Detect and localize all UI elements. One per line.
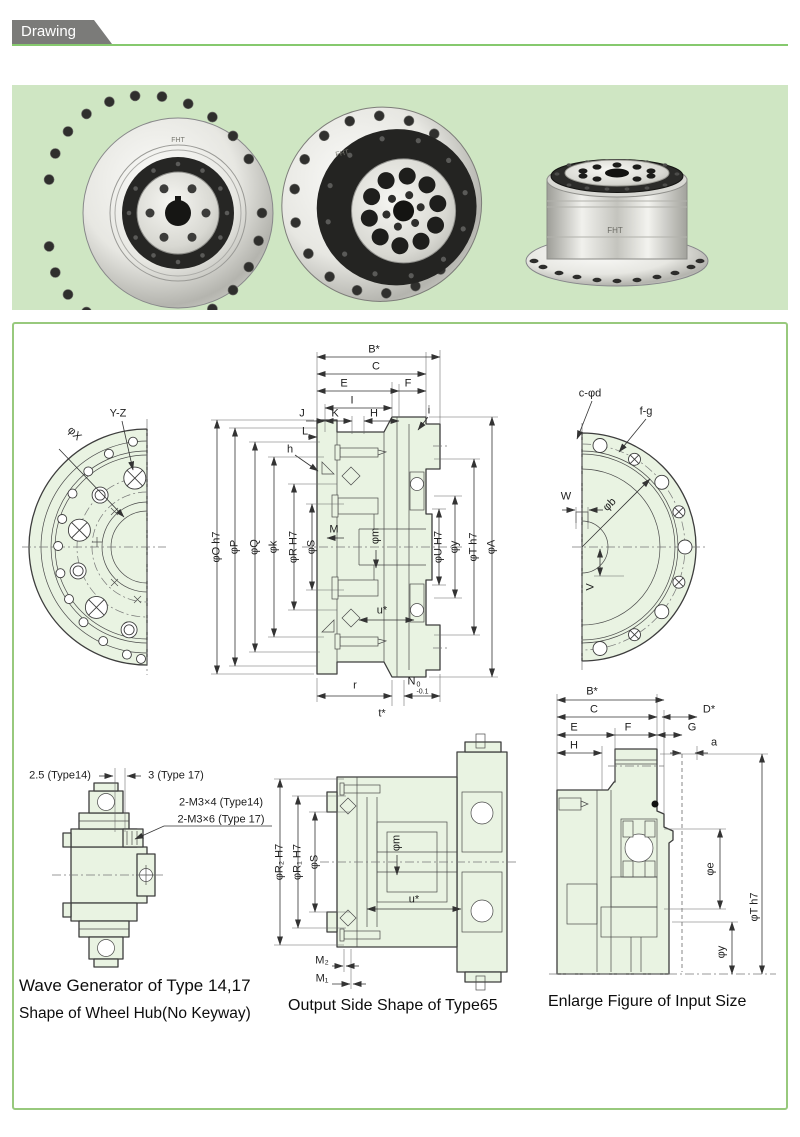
main-dim-t: t* <box>378 707 386 720</box>
main-dim-phi-s: φS <box>305 539 318 555</box>
main-dim-h-len: H <box>370 407 378 420</box>
input-dim-g: G <box>687 721 697 734</box>
output-dim-u: u* <box>408 893 420 906</box>
rear-label-v: V <box>584 583 597 591</box>
wave-note-m3x4: 2-M3×4 (Type14) <box>178 796 264 809</box>
input-dim-phi-y: φy <box>715 945 728 959</box>
photo2-logo: FHT <box>335 149 350 159</box>
photo-gear-unit-front: FHT <box>43 90 274 336</box>
wave-note-m3x6: 2-M3×6 (Type 17) <box>177 813 265 826</box>
wave-dim-25: 2.5 (Type14) <box>29 769 91 782</box>
main-dim-phi-r: φR H7 <box>287 530 300 564</box>
main-dim-n-base: N <box>407 675 416 688</box>
input-enlarge-view <box>549 694 776 975</box>
main-dim-phi-q: φQ <box>248 539 261 555</box>
header-rule <box>12 44 788 46</box>
rear-label-c-phi-d: c-φd <box>578 387 602 400</box>
input-dim-a: a <box>710 736 718 749</box>
front-label-yz: Y-Z <box>109 407 127 420</box>
output-dim-phi-s: φS <box>308 854 321 870</box>
main-leader-i: i <box>427 404 431 417</box>
wave-dim-3: 3 (Type 17) <box>148 769 204 782</box>
output-dim-m2: M₂ <box>315 954 329 967</box>
input-dim-h: H <box>570 739 578 752</box>
main-dim-j: J <box>299 407 305 420</box>
input-dim-c: C <box>590 703 598 716</box>
output-dim-phi-r2: φR₂ H7 <box>273 843 286 881</box>
photo-gear-unit-tilted: FHT <box>281 106 483 302</box>
main-dim-e: E <box>340 377 348 390</box>
main-dim-f: F <box>404 377 412 390</box>
rear-label-f-g: f-g <box>639 405 653 418</box>
front-flange-half-view <box>22 419 166 675</box>
output-type65-view <box>274 733 519 991</box>
input-dim-e: E <box>570 721 578 734</box>
drawing-tab-label: Drawing <box>21 23 77 40</box>
input-dim-f: F <box>624 721 632 734</box>
main-dim-phi-k: φk <box>267 540 280 554</box>
main-dim-r: r <box>353 679 357 692</box>
main-dim-phi-o: φO h7 <box>210 531 223 563</box>
main-dim-m-len: M <box>329 523 339 536</box>
main-dim-phi-p: φP <box>228 539 241 555</box>
output-dim-m1: M₁ <box>315 972 329 985</box>
main-dim-phi-m: φm <box>369 527 382 545</box>
input-dim-d: D* <box>702 703 716 716</box>
caption-wheel-hub: Shape of Wheel Hub(No Keyway) <box>19 1005 251 1022</box>
drawing-tab: Drawing <box>12 20 112 44</box>
input-dim-phi-e: φe <box>704 862 717 876</box>
main-dim-c: C <box>372 360 380 373</box>
main-section-view <box>211 350 498 706</box>
main-dim-i-len: I <box>350 394 354 407</box>
input-dim-b: B* <box>586 685 598 698</box>
main-dim-phi-y: φy <box>448 540 461 554</box>
product-photo-banner: FHT FHT <box>12 85 788 336</box>
rear-flange-half-view <box>562 400 708 671</box>
output-dim-phi-m: φm <box>390 834 403 852</box>
drawing-panel: Y-Z φX B* C E F I J K H L h i φO h7 φP φ… <box>12 322 788 1110</box>
photo1-logo: FHT <box>171 137 185 144</box>
main-dim-n-sub: -0.1 <box>416 688 429 695</box>
output-dim-phi-r1: φR₁ H7 <box>291 844 304 880</box>
technical-drawing <box>22 350 776 991</box>
main-dim-phi-a: φA <box>485 539 498 555</box>
caption-output-type65: Output Side Shape of Type65 <box>288 997 498 1014</box>
main-dim-b: B* <box>368 343 380 356</box>
main-leader-h: h <box>286 443 294 456</box>
product-photos: FHT FHT <box>43 90 709 336</box>
main-dim-l: L <box>301 425 309 438</box>
wave-generator-view <box>52 768 272 968</box>
input-dim-phi-t: φT h7 <box>748 892 761 922</box>
rear-label-w: W <box>560 490 572 503</box>
photo-gear-unit-side: FHT <box>525 159 709 287</box>
caption-wave-generator: Wave Generator of Type 14,17 <box>19 976 251 995</box>
main-dim-phi-u: φU H7 <box>432 530 445 564</box>
main-dim-n-sup: 0 <box>416 681 421 689</box>
photo3-logo: FHT <box>607 226 623 235</box>
main-dim-u: u* <box>376 604 388 617</box>
caption-input-enlarge: Enlarge Figure of Input Size <box>548 993 747 1010</box>
main-dim-k: K <box>331 407 339 420</box>
main-dim-phi-t: φT h7 <box>467 532 480 562</box>
